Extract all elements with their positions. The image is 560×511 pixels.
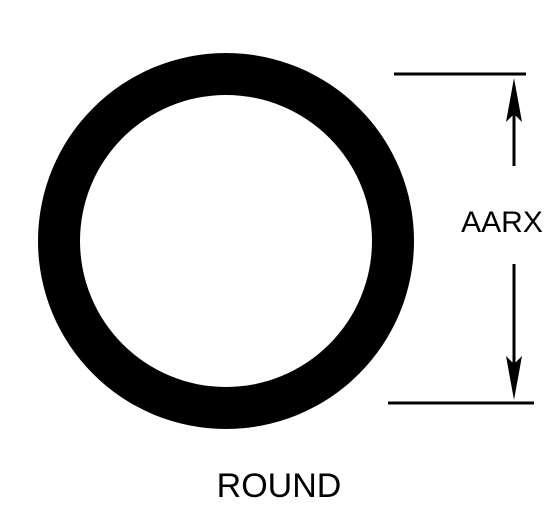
down-arrowhead-icon bbox=[506, 356, 522, 400]
ring-inner-edge bbox=[80, 95, 372, 387]
up-arrowhead-icon bbox=[506, 78, 522, 122]
dimension-label: AARX bbox=[461, 206, 543, 239]
shape-label: ROUND bbox=[217, 467, 342, 505]
